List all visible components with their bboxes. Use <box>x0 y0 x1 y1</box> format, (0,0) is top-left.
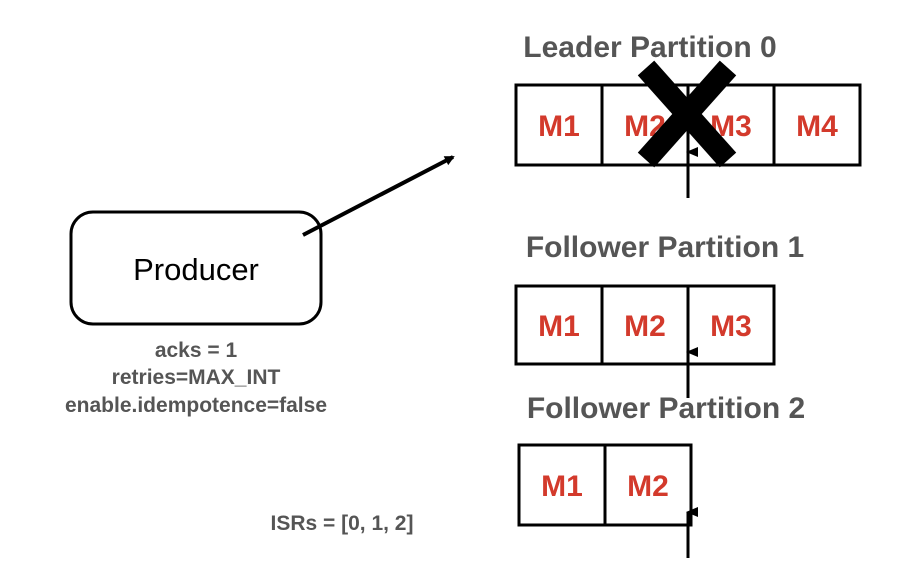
message-label: M4 <box>796 110 838 143</box>
producer-to-leader-arrow <box>302 155 455 237</box>
follower-partition-1-title: Follower Partition 1 <box>526 231 804 264</box>
isr-label: ISRs = [0, 1, 2] <box>271 512 414 535</box>
producer-label: Producer <box>133 252 259 287</box>
message-label: M1 <box>538 110 580 143</box>
message-cell-m1: M1 <box>514 83 604 167</box>
message-label: M2 <box>627 470 669 503</box>
message-label: M1 <box>538 310 580 343</box>
message-cell-m3: M3 <box>686 284 776 366</box>
message-cell-m2: M2 <box>603 443 693 527</box>
follower-partition-2-title: Follower Partition 2 <box>527 392 805 425</box>
message-cell-m2: M2 <box>600 284 690 366</box>
message-label: M3 <box>710 310 752 343</box>
follower-partition-1: Follower Partition 1 M1 M2 M3 <box>514 231 804 398</box>
failure-x-icon <box>637 60 737 168</box>
follower-partition-2: Follower Partition 2 M1 M2 <box>517 392 805 558</box>
leader-partition-0: Leader Partition 0 M1 M2 M3 M4 <box>514 31 862 198</box>
producer-config: acks = 1 retries=MAX_INT enable.idempote… <box>65 339 327 417</box>
config-acks: acks = 1 <box>155 339 238 362</box>
message-label: M2 <box>624 310 666 343</box>
message-label: M1 <box>541 470 583 503</box>
config-retries: retries=MAX_INT <box>112 366 281 389</box>
producer-node: Producer <box>69 210 323 326</box>
config-idempotence: enable.idempotence=false <box>65 394 327 417</box>
message-cell-m1: M1 <box>517 443 607 527</box>
message-cell-m4: M4 <box>772 83 862 167</box>
leader-partition-title: Leader Partition 0 <box>523 31 776 64</box>
message-cell-m1: M1 <box>514 284 604 366</box>
